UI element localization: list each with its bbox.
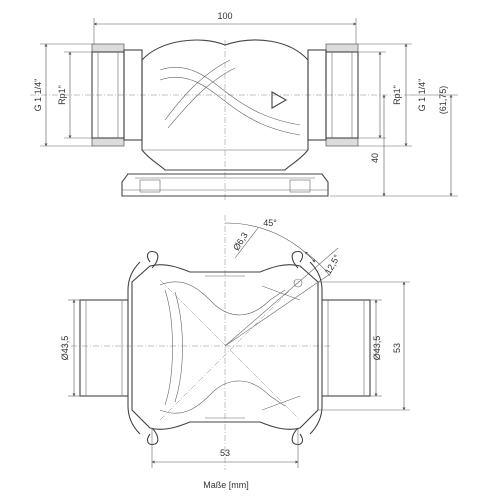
dim-text-d-43-5-right: Ø43,5 xyxy=(372,336,382,361)
dim-text-d-6-3: Ø6,3 xyxy=(231,230,250,252)
dim-text-height-total: (61,75) xyxy=(438,86,448,115)
left-coupling xyxy=(91,43,143,147)
dim-text-rp-right: Rp1" xyxy=(392,85,402,105)
plan-housing xyxy=(127,251,323,445)
dim-text-angle-45: 45° xyxy=(263,218,277,228)
dim-text-rp-left: Rp1" xyxy=(57,85,67,105)
units-caption: Maße [mm] xyxy=(203,480,249,490)
dim-text-height-40: 40 xyxy=(370,153,380,163)
right-pipe-stub xyxy=(321,299,371,397)
valve-body xyxy=(141,39,309,171)
dim-text-h-53: 53 xyxy=(392,343,402,353)
dim-text-g-left: G 1 1/4" xyxy=(33,79,43,112)
plan-view: 45° 12,5° Ø6,3 Ø43,5 Ø43,5 53 53 Maße [m… xyxy=(60,215,410,490)
dim-text-d-43-5-left: Ø43,5 xyxy=(60,336,70,361)
left-pipe-stub xyxy=(79,299,129,397)
side-view: 100 xyxy=(30,11,458,200)
dim-text-w-53: 53 xyxy=(220,448,230,458)
base-flange xyxy=(121,173,329,197)
dim-text-100: 100 xyxy=(217,11,232,21)
dim-text-angle-12-5: 12,5° xyxy=(323,253,342,277)
right-coupling xyxy=(307,43,359,147)
angle-arc-12-5 xyxy=(304,251,331,277)
